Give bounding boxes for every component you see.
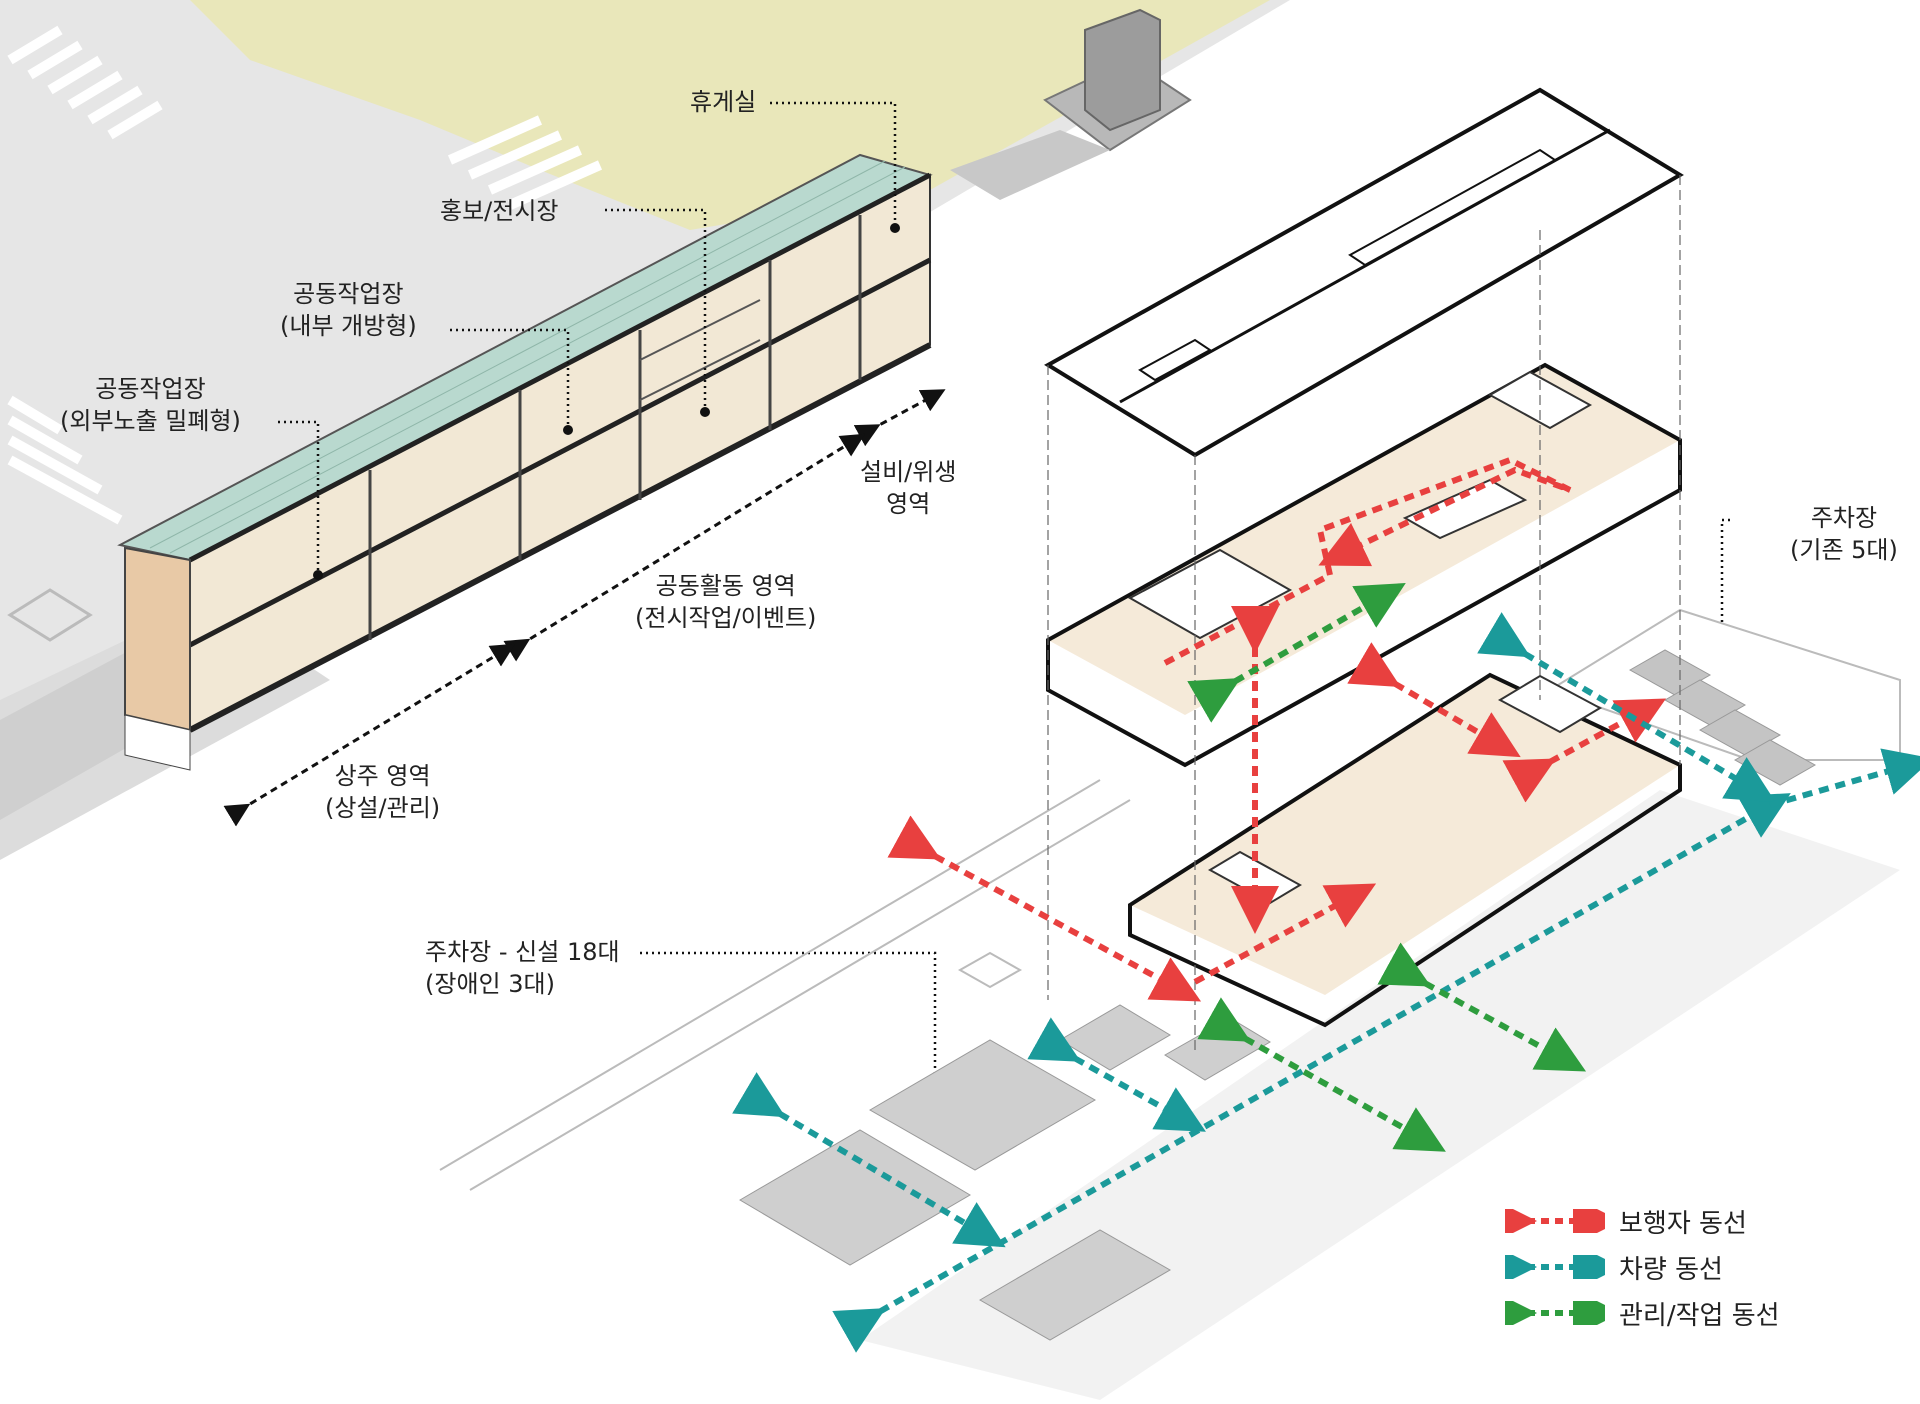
roof [1044, 87, 1684, 458]
label-activity-zone: 공동활동 영역 (전시작업/이벤트) [635, 570, 816, 634]
label-resident-zone-line1: 상주 영역 [334, 762, 431, 790]
zone-dimension-lines [223, 389, 946, 827]
label-facility-zone: 설비/위생 영역 [860, 456, 956, 520]
legend: 보행자 동선 차량 동선 관리/작업 동선 [1505, 1198, 1835, 1336]
label-workshop-open-line2: (내부 개방형) [280, 312, 417, 340]
label-activity-zone-line1: 공동활동 영역 [655, 572, 796, 600]
legend-swatch-vehicle [1505, 1255, 1605, 1279]
label-resident-zone-line2: (상설/관리) [325, 794, 441, 822]
label-workshop-open: 공동작업장 (내부 개방형) [280, 278, 417, 342]
label-parking-existing: 주차장 (기존 5대) [1790, 502, 1898, 566]
label-activity-zone-line2: (전시작업/이벤트) [635, 604, 817, 632]
label-workshop-closed-line1: 공동작업장 [95, 375, 206, 403]
label-resident-zone: 상주 영역 (상설/관리) [325, 760, 440, 824]
legend-label-pedestrian: 보행자 동선 [1619, 1208, 1747, 1239]
legend-label-management: 관리/작업 동선 [1619, 1300, 1780, 1331]
label-parking-new-line2: (장애인 3대) [425, 970, 555, 998]
label-parking-existing-line1: 주차장 [1810, 504, 1878, 532]
label-workshop-closed: 공동작업장 (외부노출 밀폐형) [60, 373, 241, 437]
label-workshop-open-line1: 공동작업장 [293, 280, 404, 308]
legend-swatch-management [1505, 1301, 1605, 1325]
label-rest-room: 휴게실 [690, 88, 757, 116]
label-promo-exhibit: 홍보/전시장 [440, 197, 559, 225]
label-parking-new-line1: 주차장 - 신설 18대 [425, 938, 620, 966]
legend-label-vehicle: 차량 동선 [1619, 1254, 1723, 1285]
legend-swatch-pedestrian [1505, 1209, 1605, 1233]
legend-item-pedestrian: 보행자 동선 [1505, 1198, 1835, 1244]
legend-item-management: 관리/작업 동선 [1505, 1290, 1835, 1336]
label-parking-existing-line2: (기존 5대) [1790, 536, 1898, 564]
management-flows [1187, 583, 1587, 1152]
label-facility-zone-line2: 영역 [886, 490, 931, 518]
vehicle-flows [732, 612, 1920, 1353]
label-workshop-closed-line2: (외부노출 밀폐형) [60, 407, 241, 435]
legend-item-vehicle: 차량 동선 [1505, 1244, 1835, 1290]
label-parking-new: 주차장 - 신설 18대 (장애인 3대) [425, 936, 620, 1000]
label-facility-zone-line1: 설비/위생 [860, 458, 957, 486]
